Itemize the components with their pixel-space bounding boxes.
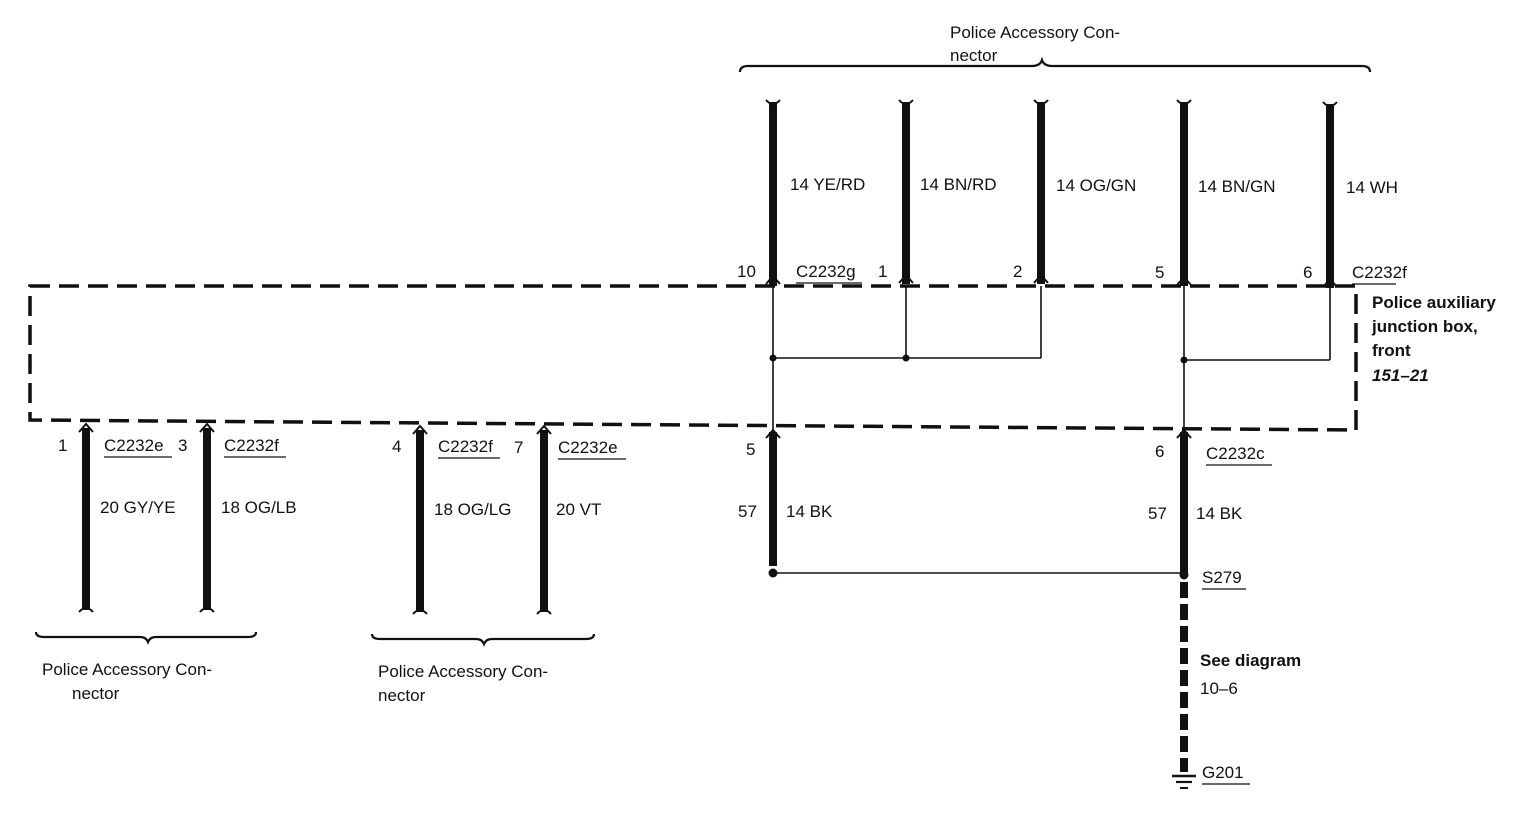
ground-wire-right-connector: C2232c	[1206, 444, 1265, 463]
splice-label: S279	[1202, 568, 1242, 587]
ground-wire-left	[765, 428, 781, 566]
bottom-wire-1	[78, 422, 94, 613]
junction-box-label-line3: front	[1372, 341, 1411, 360]
bottom-wire-2-connector: C2232f	[224, 436, 279, 455]
top-wire-5	[1322, 101, 1338, 288]
top-connector-label-line2: nector	[950, 46, 998, 65]
mid-connector-label-line2: nector	[378, 686, 426, 705]
ground-symbol-icon	[1172, 774, 1196, 789]
splice-dot-left	[768, 568, 778, 578]
see-diagram-label: See diagram	[1200, 651, 1301, 670]
top-wire-1-pin: 10	[737, 262, 756, 281]
ground-wire-right-circuit: 57	[1148, 504, 1167, 523]
ground-label: G201	[1202, 763, 1244, 782]
connector-id-c2232g: C2232g	[796, 262, 856, 281]
bottom-wire-3	[412, 424, 428, 615]
top-wire-2-label: 14 BN/RD	[920, 175, 997, 194]
junction-box-ref: 151–21	[1372, 366, 1429, 385]
bottom-wire-1-label: 20 GY/YE	[100, 498, 176, 517]
top-wire-3-pin: 2	[1013, 262, 1022, 281]
bottom-wire-3-pin: 4	[392, 437, 401, 456]
top-wire-3	[1033, 99, 1049, 284]
junction-box-label-line2: junction box,	[1371, 317, 1478, 336]
top-wire-5-label: 14 WH	[1346, 178, 1398, 197]
mid-connector-brace	[370, 633, 596, 647]
top-wire-5-pin: 6	[1303, 263, 1312, 282]
connector-id-c2232f-top: C2232f	[1352, 263, 1407, 282]
wire-end-cap	[898, 99, 914, 105]
wire-end-cap	[1322, 101, 1338, 107]
top-connector-brace	[738, 56, 1372, 73]
ground-wire-left-label: 14 BK	[786, 502, 833, 521]
top-wire-1	[765, 99, 781, 286]
wire-end-cap	[1033, 99, 1049, 105]
pin-arrow	[199, 422, 215, 433]
wire-end-cap	[536, 609, 552, 615]
bus-junction-dot	[769, 354, 777, 362]
bottom-wire-3-label: 18 OG/LG	[434, 500, 511, 519]
left-connector-label-line1: Police Accessory Con-	[42, 660, 212, 679]
top-wire-2-pin: 1	[878, 262, 887, 281]
ground-wire-left-circuit: 57	[738, 502, 757, 521]
see-diagram-ref: 10–6	[1200, 679, 1238, 698]
top-wire-4-pin: 5	[1155, 263, 1164, 282]
wire-end-cap	[412, 609, 428, 615]
splice-dot-right	[1179, 570, 1189, 580]
bottom-wire-2-pin: 3	[178, 436, 187, 455]
top-wire-4-label: 14 BN/GN	[1198, 177, 1275, 196]
left-connector-brace	[34, 631, 258, 645]
bottom-wire-1-connector: C2232e	[104, 436, 164, 455]
pin-arrow	[765, 274, 781, 285]
pin-arrow	[1033, 273, 1049, 284]
junction-box-label-line1: Police auxiliary	[1372, 293, 1496, 312]
top-wire-2	[898, 99, 914, 284]
junction-box-outline	[28, 284, 1358, 432]
pin-arrow	[1176, 428, 1192, 439]
bottom-wire-2	[199, 422, 215, 613]
mid-connector-label-line1: Police Accessory Con-	[378, 662, 548, 681]
top-wire-1-label: 14 YE/RD	[790, 175, 865, 194]
wire-end-cap	[765, 99, 781, 105]
bottom-wire-4-label: 20 VT	[556, 500, 601, 519]
wire-end-cap	[199, 607, 215, 613]
left-connector-label-line2: nector	[72, 684, 120, 703]
pin-arrow	[898, 273, 914, 284]
pin-arrow	[78, 422, 94, 433]
bottom-wire-3-connector: C2232f	[438, 437, 493, 456]
internal-bus-left	[769, 286, 1042, 432]
ground-wire-right-pin: 6	[1155, 442, 1164, 461]
bottom-wire-1-pin: 1	[58, 436, 67, 455]
pin-arrow	[765, 428, 781, 439]
bottom-wire-4	[536, 424, 552, 615]
pin-arrow	[536, 424, 552, 435]
bus-junction-dot	[902, 354, 910, 362]
wire-end-cap	[1176, 99, 1192, 105]
ground-wire-right	[1176, 428, 1192, 574]
top-connector-label-line1: Police Accessory Con-	[950, 23, 1120, 42]
bottom-wire-4-pin: 7	[514, 438, 523, 457]
wire-end-cap	[78, 607, 94, 613]
top-wire-3-label: 14 OG/GN	[1056, 176, 1136, 195]
top-wire-4	[1176, 99, 1192, 286]
pin-arrow	[412, 424, 428, 435]
internal-bus-right	[1180, 286, 1331, 432]
bus-junction-dot	[1180, 356, 1188, 364]
bottom-wire-2-label: 18 OG/LB	[221, 498, 297, 517]
pin-arrow	[1176, 275, 1192, 286]
bottom-wire-4-connector: C2232e	[558, 438, 618, 457]
ground-wire-left-pin: 5	[746, 440, 755, 459]
ground-wire-right-label: 14 BK	[1196, 504, 1243, 523]
